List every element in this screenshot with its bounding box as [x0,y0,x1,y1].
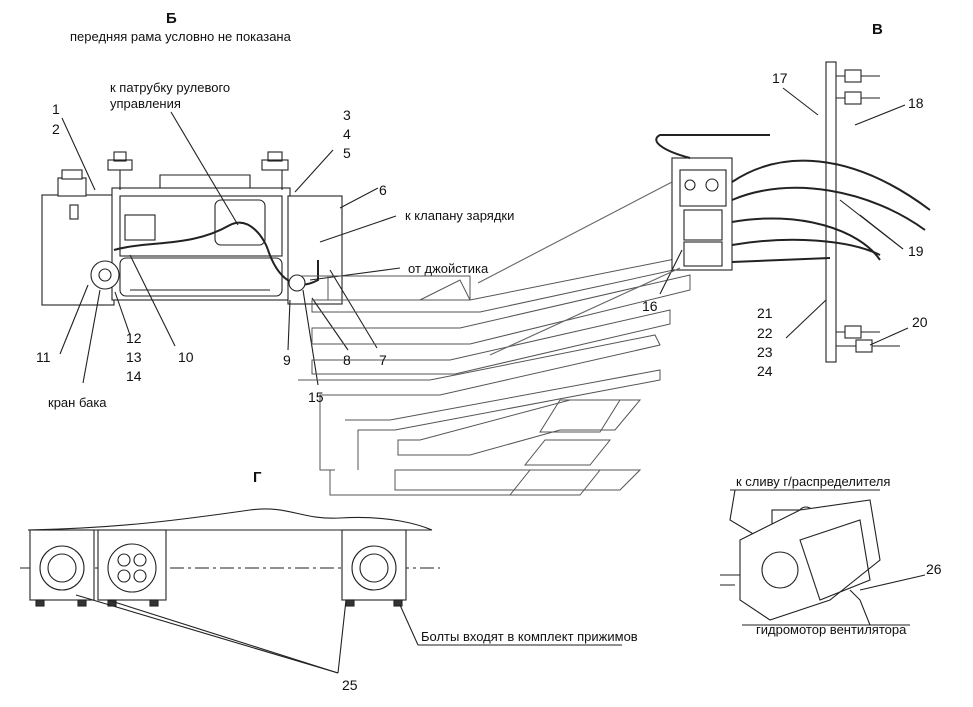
tank-tap-annotation: кран бака [48,395,107,410]
callout-13: 13 [126,349,142,365]
callout-17: 17 [772,70,788,86]
clamp-assembly [20,508,622,674]
cab-floor-outline [298,249,721,496]
fan-motor-annotation: гидромотор вентилятора [756,622,907,637]
callout-18: 18 [908,95,924,111]
callout-8: 8 [343,352,351,368]
callout-22: 22 [757,325,773,341]
callout-2: 2 [52,121,60,137]
callout-4: 4 [343,126,351,142]
callout-14: 14 [126,368,142,384]
callout-6: 6 [379,182,387,198]
callout-3: 3 [343,107,351,123]
joystick-annotation: от джойстика [408,261,489,276]
callout-7: 7 [379,352,387,368]
callout-24: 24 [757,363,773,379]
callout-15: 15 [308,389,324,405]
tank-assembly [41,111,401,386]
view-g-letter: Г [253,469,262,486]
view-b-letter: Б [166,10,177,27]
callout-19: 19 [908,243,924,259]
callout-9: 9 [283,352,291,368]
callout-5: 5 [343,145,351,161]
callout-25: 25 [342,677,358,693]
callout-20: 20 [912,314,928,330]
callout-16: 16 [642,298,658,314]
callout-26: 26 [926,561,942,577]
fan-motor-assembly [720,489,926,626]
callout-12: 12 [126,330,142,346]
charge-valve-annotation: к клапану зарядки [405,208,515,223]
drain-annotation: к сливу г/распределителя [736,474,891,489]
steering-annotation: к патрубку рулевого управления [110,80,231,111]
view-b-note: передняя рама условно не показана [70,29,291,44]
callout-21: 21 [757,305,773,321]
distributor-assembly [477,61,931,363]
callout-1: 1 [52,101,60,117]
callout-23: 23 [757,344,773,360]
callout-10: 10 [178,349,194,365]
view-v-letter: В [872,21,883,38]
bolts-annotation: Болты входят в комплект прижимов [421,629,638,644]
callout-11: 11 [36,349,51,365]
